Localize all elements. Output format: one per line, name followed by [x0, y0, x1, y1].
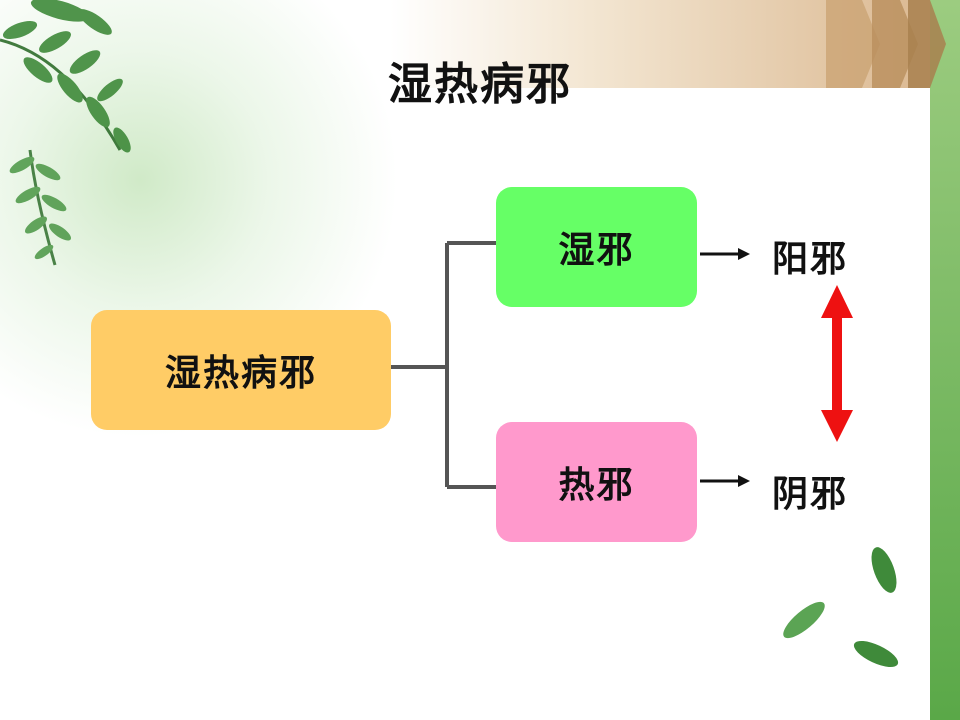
double-arrow-icon — [821, 285, 853, 442]
arrow-right-icon — [700, 475, 750, 487]
leaf-icon — [783, 601, 825, 639]
branch-node-heat: 热邪 — [496, 422, 697, 542]
result-node-yang: 阳邪 — [772, 239, 849, 280]
arrow-right-icon — [700, 248, 750, 260]
page-title: 湿热病邪 — [388, 59, 572, 110]
root-node: 湿热病邪 — [91, 310, 391, 430]
branch-node-damp: 湿邪 — [496, 187, 697, 307]
result-node-yin: 阴邪 — [772, 474, 849, 515]
chevron-shape — [872, 0, 918, 88]
right-decorative-band — [930, 0, 960, 720]
leaf-icon — [853, 640, 899, 668]
chevron-shape — [826, 0, 880, 88]
fern-leaf-icon — [9, 149, 72, 266]
leaf-icon — [871, 547, 897, 593]
fern-leaf-icon — [0, 0, 131, 153]
connector-tree — [391, 241, 496, 489]
chevron-shape — [908, 0, 946, 88]
